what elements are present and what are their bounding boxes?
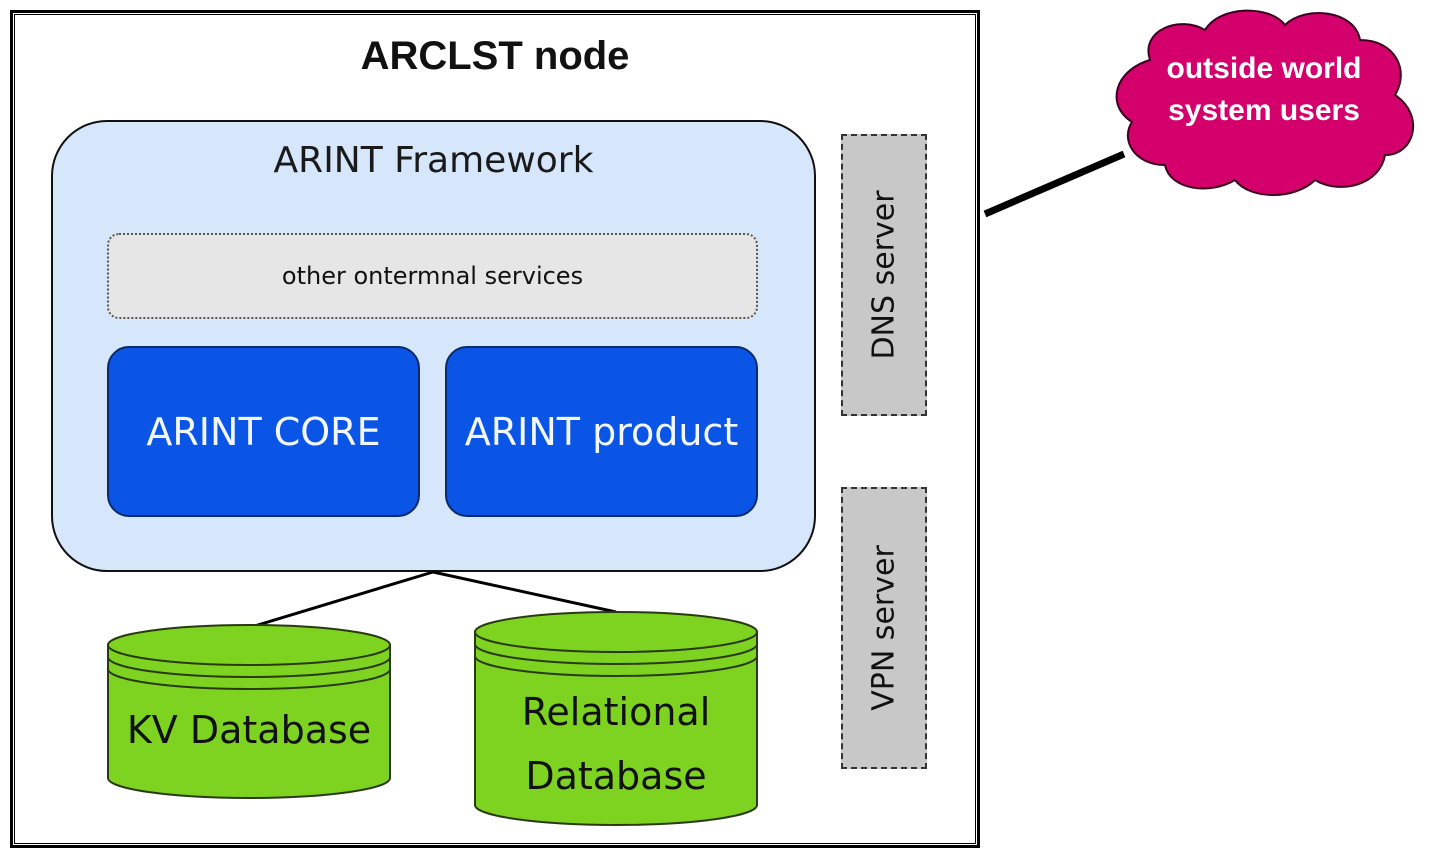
framework-label: ARINT Framework [273,140,594,181]
other-services-label: other ontermnal services [281,262,584,290]
cloud-label-line2: system users [1168,94,1360,127]
cloud-label-line1: outside world [1166,52,1362,85]
vpn-server-box: VPN server [841,487,927,769]
kv-database-label: KV Database [126,708,372,752]
connector-relational [432,570,617,614]
kv-database-icon [107,624,391,799]
arint-product-box: ARINT product [445,346,758,517]
relational-database-icon [474,611,758,826]
connector-kv [247,570,434,630]
connector-cloud [983,150,1126,218]
relational-database-label-line1: Relational [521,690,711,734]
arint-core-label: ARINT CORE [146,409,381,454]
node-title: ARCLST node [360,34,630,78]
dns-server-box: DNS server [841,134,927,416]
cloud-label: outside world system users [1124,48,1404,132]
arint-core-box: ARINT CORE [107,346,420,517]
cloud-icon [1115,9,1414,196]
other-services-box: other ontermnal services [107,233,758,319]
relational-database-label-line2: Database [525,754,707,798]
arint-product-label: ARINT product [464,409,739,454]
